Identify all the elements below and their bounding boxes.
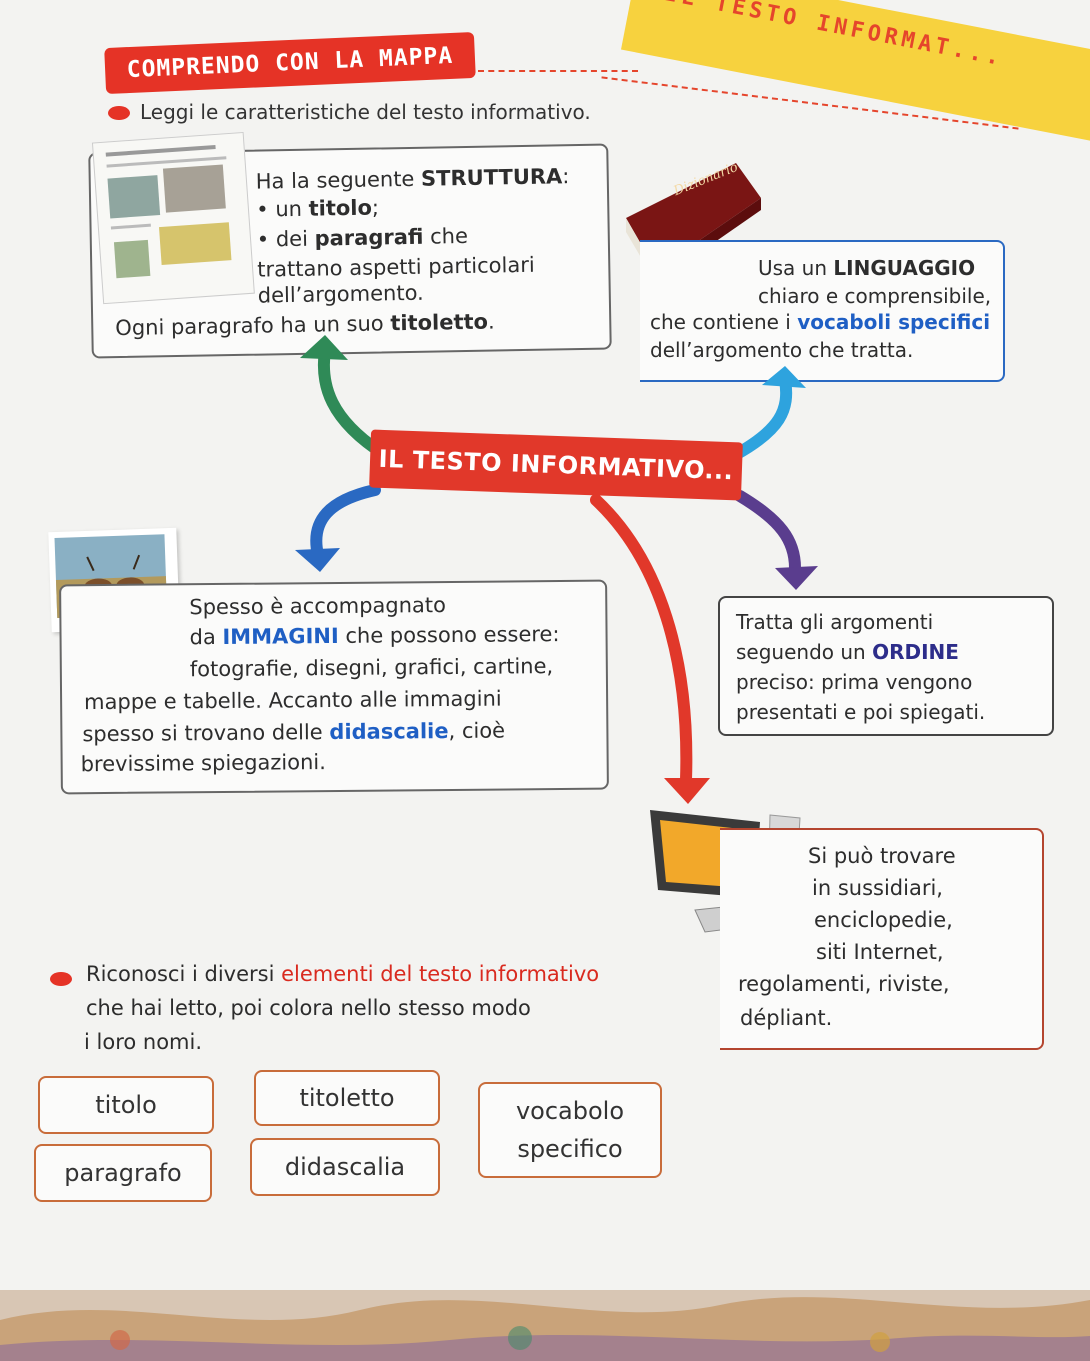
fabric-background — [0, 1290, 1090, 1361]
highlight-elements: elementi del testo informativo — [281, 962, 600, 986]
images-line-1: Spesso è accompagnato — [189, 593, 447, 620]
book-page-illustration — [105, 144, 232, 279]
where-line-3: enciclopedie, — [814, 908, 953, 932]
answer-box-titolo[interactable]: titolo — [38, 1076, 214, 1134]
text-fragment: spesso si trovano delle — [82, 720, 330, 747]
instruction-bottom-line-1: Riconosci i diversi elementi del testo i… — [86, 962, 599, 986]
instruction-bottom-line-2: che hai letto, poi colora nello stesso m… — [86, 996, 531, 1020]
language-line-1: Usa un LINGUAGGIO — [758, 254, 975, 283]
language-box: Usa un LINGUAGGIO chiaro e comprensibile… — [640, 240, 1005, 382]
bullet-marker — [108, 106, 130, 120]
keyword-vocaboli-specifici: vocaboli specifici — [797, 310, 991, 334]
keyword-didascalie: didascalie — [329, 719, 449, 745]
images-line-4: mappe e tabelle. Accanto alle immagini — [84, 686, 502, 715]
order-line-4: presentati e poi spiegati. — [736, 700, 986, 724]
language-line-4: dell’argomento che tratta. — [650, 338, 914, 362]
bullet-marker — [50, 972, 72, 986]
answer-box-didascalia[interactable]: didascalia — [250, 1138, 440, 1196]
where-line-5: regolamenti, riviste, — [738, 972, 950, 996]
text-fragment: Riconosci i diversi — [86, 962, 282, 986]
keyword-linguaggio: LINGUAGGIO — [833, 256, 976, 280]
where-line-6: dépliant. — [740, 1006, 833, 1030]
images-line-3: fotografie, disegni, grafici, cartine, — [189, 654, 554, 682]
language-line-3: che contiene i vocaboli specifici — [650, 308, 990, 337]
answer-box-titoletto[interactable]: titoletto — [254, 1070, 440, 1126]
text-fragment: che contiene i — [650, 310, 798, 334]
answer-box-vocabolo-specifico[interactable]: vocabolo specifico — [478, 1082, 662, 1178]
text-fragment: da — [189, 624, 223, 650]
answer-label: vocabolo — [515, 1097, 625, 1125]
answer-label: didascalia — [284, 1153, 406, 1181]
keyword-immagini: IMMAGINI — [222, 623, 339, 649]
images-line-6: brevissime spiegazioni. — [80, 750, 326, 777]
where-box: Si può trovare in sussidiari, encicloped… — [720, 828, 1044, 1050]
images-line-2: da IMMAGINI che possono essere: — [189, 620, 559, 652]
instruction-bottom-line-3: i loro nomi. — [84, 1030, 203, 1054]
keyword-ordine: ORDINE — [872, 640, 959, 664]
where-line-2: in sussidiari, — [812, 876, 943, 900]
answer-label: titoletto — [299, 1084, 395, 1112]
images-box: Spesso è accompagnato da IMMAGINI che po… — [59, 579, 609, 795]
text-fragment: che possono essere: — [338, 622, 560, 648]
order-line-3: preciso: prima vengono — [736, 670, 973, 694]
book-page-thumbnail — [91, 131, 255, 305]
images-line-5: spesso si trovano delle didascalie, cioè — [82, 717, 505, 750]
order-line-2: seguendo un ORDINE — [736, 638, 959, 667]
answer-box-paragrafo[interactable]: paragrafo — [34, 1144, 212, 1202]
dashed-divider — [478, 70, 638, 72]
where-line-4: siti Internet, — [816, 940, 944, 964]
structure-box: Ha la seguente STRUTTURA: • un titolo; •… — [88, 131, 612, 359]
answer-label: paragrafo — [64, 1159, 182, 1187]
instruction-top: Leggi le caratteristiche del testo infor… — [140, 100, 591, 124]
central-topic-text: IL TESTO INFORMATIVO... — [378, 444, 734, 486]
order-line-1: Tratta gli argomenti — [736, 610, 934, 634]
text-fragment: Usa un — [758, 256, 834, 280]
language-line-2: chiaro e comprensibile, — [758, 284, 992, 308]
text-fragment: , cioè — [448, 718, 506, 744]
order-box: Tratta gli argomenti seguendo un ORDINE … — [718, 596, 1054, 736]
where-line-1: Si può trovare — [808, 844, 956, 868]
answer-label: specifico — [517, 1135, 623, 1163]
text-fragment: seguendo un — [736, 640, 873, 664]
answer-label: titolo — [95, 1091, 157, 1119]
